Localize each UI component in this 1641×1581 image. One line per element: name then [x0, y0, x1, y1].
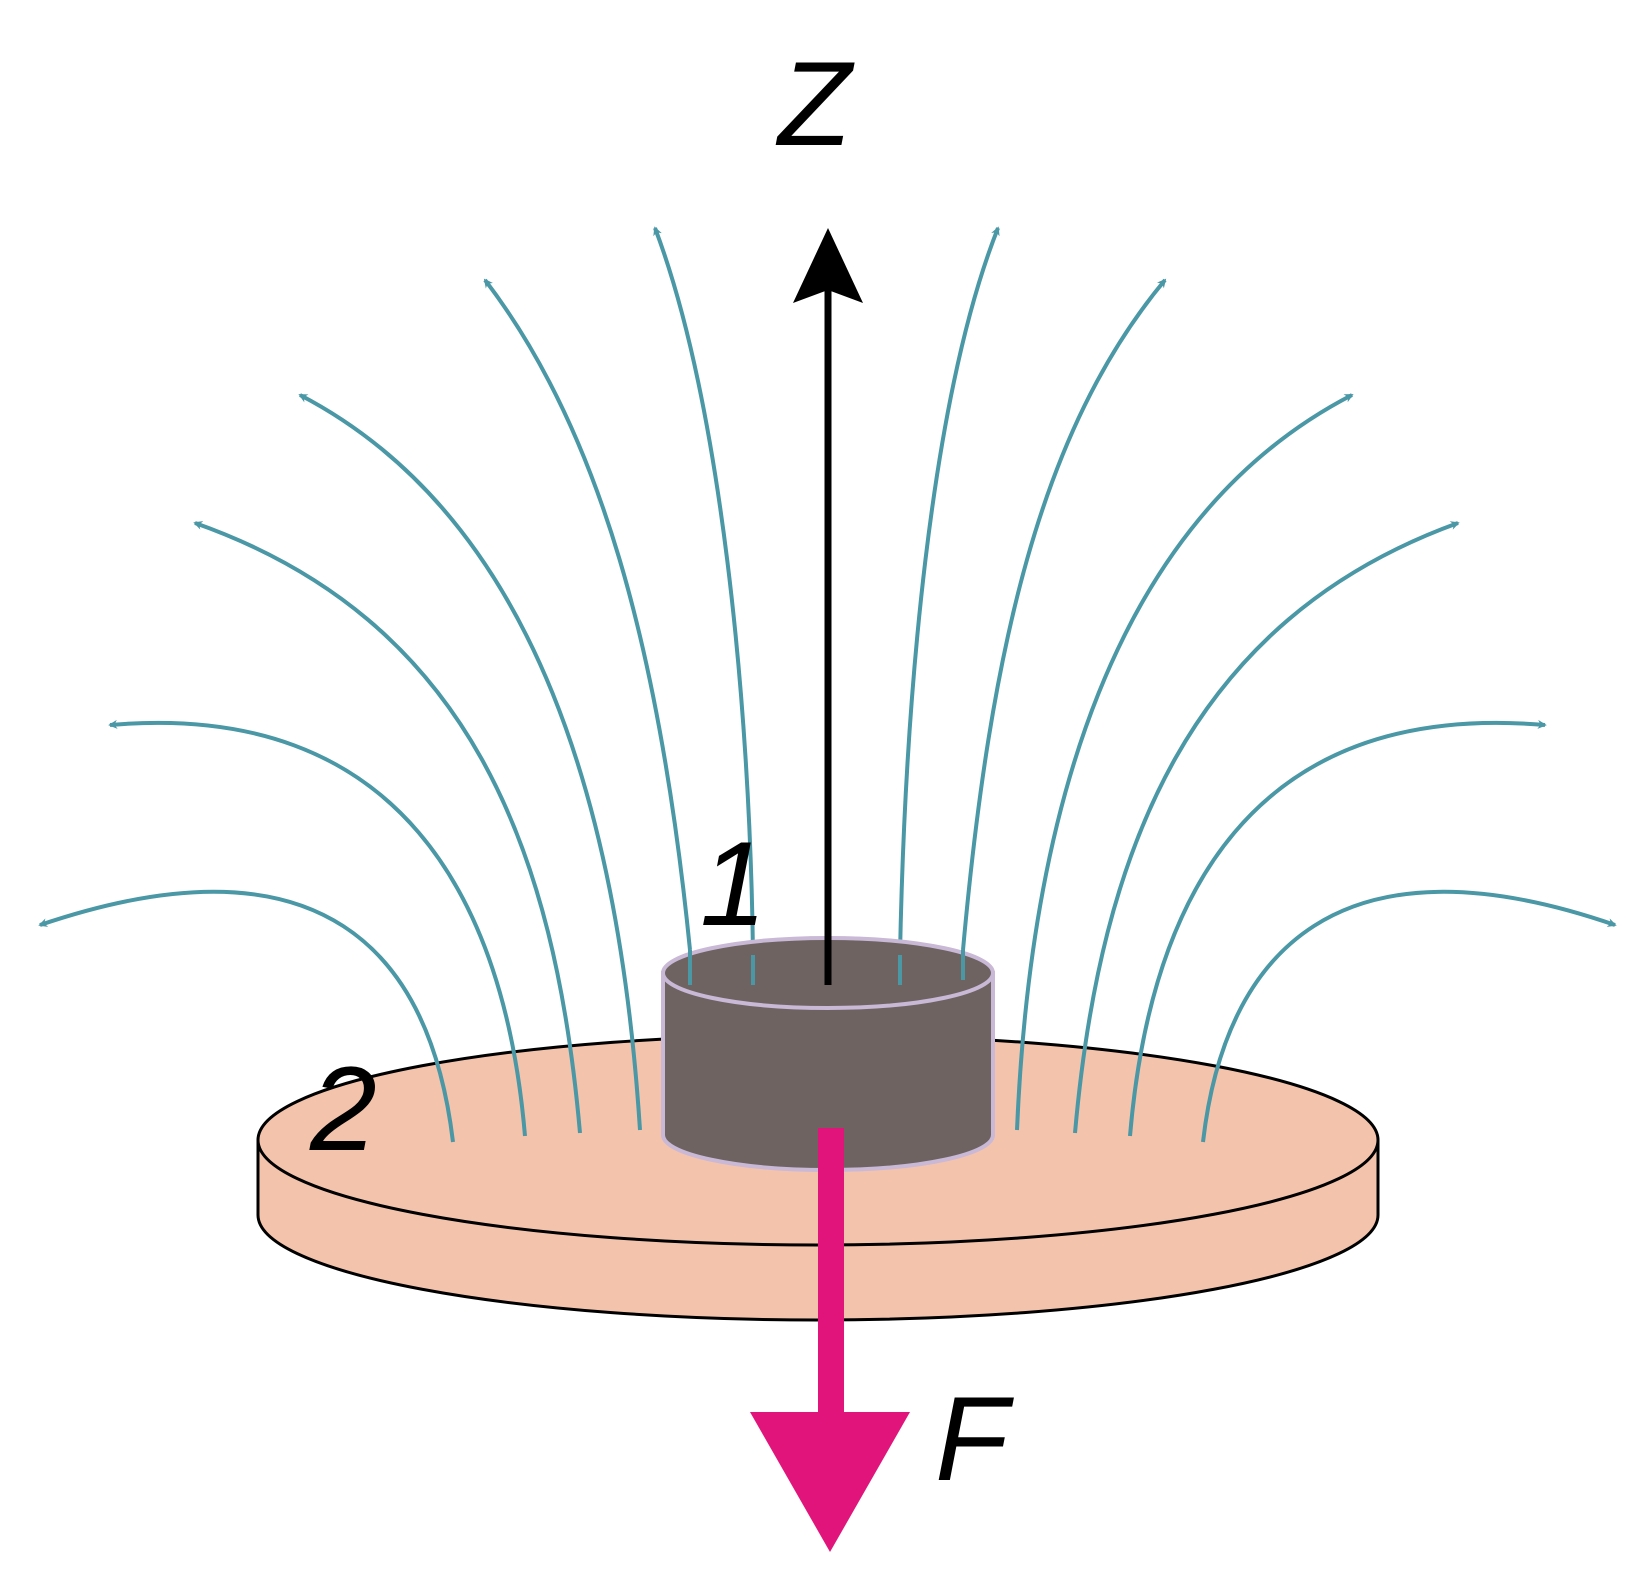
force-arrow-head — [750, 1412, 910, 1552]
field-line — [653, 226, 755, 956]
disk-label: 2 — [309, 1042, 377, 1176]
field-line — [193, 521, 582, 1134]
field-line — [898, 226, 1000, 956]
axis-label-z: Z — [775, 37, 855, 171]
field-line — [38, 889, 455, 1143]
field-line — [298, 393, 642, 1131]
field-line-stubs — [688, 950, 965, 985]
field-line — [108, 719, 527, 1137]
field-line — [1073, 521, 1460, 1134]
field-line — [961, 278, 1167, 951]
field-line — [483, 278, 692, 951]
force-label: F — [935, 1372, 1014, 1506]
field-line — [1128, 719, 1547, 1137]
field-line — [1201, 889, 1617, 1143]
z-axis-arrowhead — [793, 228, 863, 303]
magnet-label: 1 — [700, 817, 767, 951]
z-axis — [793, 228, 863, 985]
force-arrow-shaft — [818, 1128, 844, 1418]
field-line — [1015, 393, 1354, 1131]
force-arrow — [750, 1128, 910, 1552]
field-lines — [38, 226, 1617, 1143]
